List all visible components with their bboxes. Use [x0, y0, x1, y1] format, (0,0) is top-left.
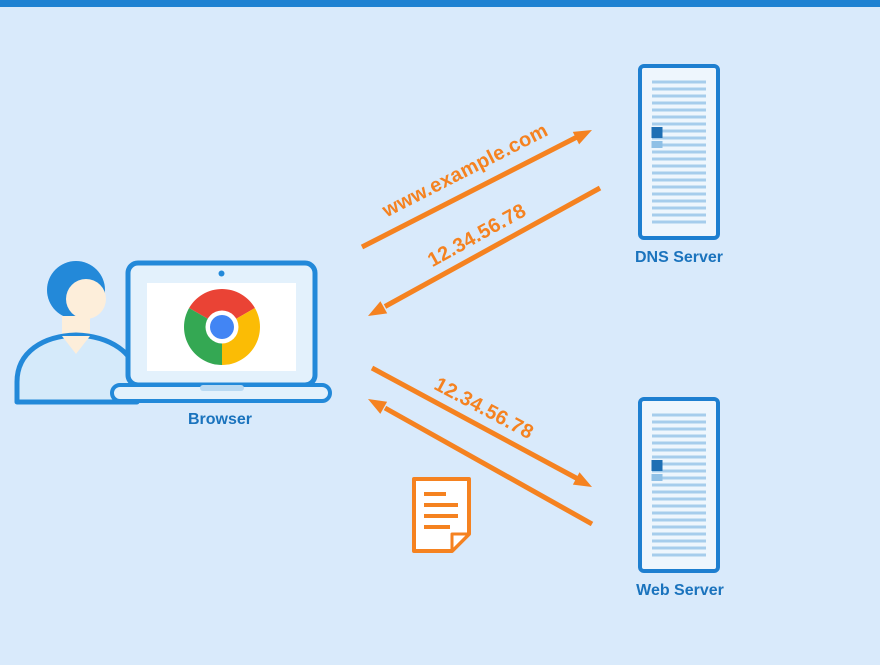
server-icon: [638, 397, 720, 573]
arrow-shaft: [360, 134, 579, 250]
web-server-vents: [652, 413, 706, 557]
web-server-drive-light: [651, 474, 663, 481]
dns-server-vents: [652, 80, 706, 224]
arrow-shaft: [370, 365, 580, 482]
arrowhead-icon: [368, 399, 388, 414]
top-accent-bar: [0, 0, 880, 7]
dns-server-drive-dark: [651, 127, 663, 138]
dns-server-node: DNS Server: [635, 64, 723, 266]
arrow-shaft: [383, 185, 602, 309]
chrome-blue-center: [210, 315, 234, 339]
user-icon: [14, 261, 140, 405]
browser-node: Browser: [14, 260, 332, 428]
user-face: [66, 279, 106, 319]
laptop-camera-dot: [218, 270, 225, 277]
dns-request-label: www.example.com: [378, 119, 552, 222]
dns-server-label: DNS Server: [635, 249, 723, 266]
browser-label: Browser: [188, 411, 252, 428]
document-text-lines: [424, 492, 458, 529]
user-neck: [62, 316, 90, 338]
laptop-base-notch: [200, 385, 244, 391]
web-response-arrow: [368, 399, 594, 527]
web-server-node: Web Server: [636, 397, 724, 599]
web-server-label: Web Server: [636, 582, 724, 599]
server-icon: [638, 64, 720, 240]
user-collar: [62, 336, 90, 354]
laptop-icon: [110, 260, 332, 403]
chrome-red-slice: [189, 289, 255, 327]
dns-server-drive-light: [651, 141, 663, 148]
arrow-shaft: [383, 405, 594, 527]
chrome-icon: [184, 289, 260, 365]
web-server-drive-dark: [651, 460, 663, 471]
arrowhead-icon: [368, 301, 388, 316]
document-icon: [412, 477, 471, 553]
dns-request-arrow: [360, 130, 592, 250]
arrowhead-icon: [572, 130, 592, 145]
arrowhead-icon: [572, 472, 592, 487]
dns-response-arrow: [368, 185, 602, 316]
web-request-arrow: [370, 365, 592, 487]
document-fold: [450, 532, 471, 553]
